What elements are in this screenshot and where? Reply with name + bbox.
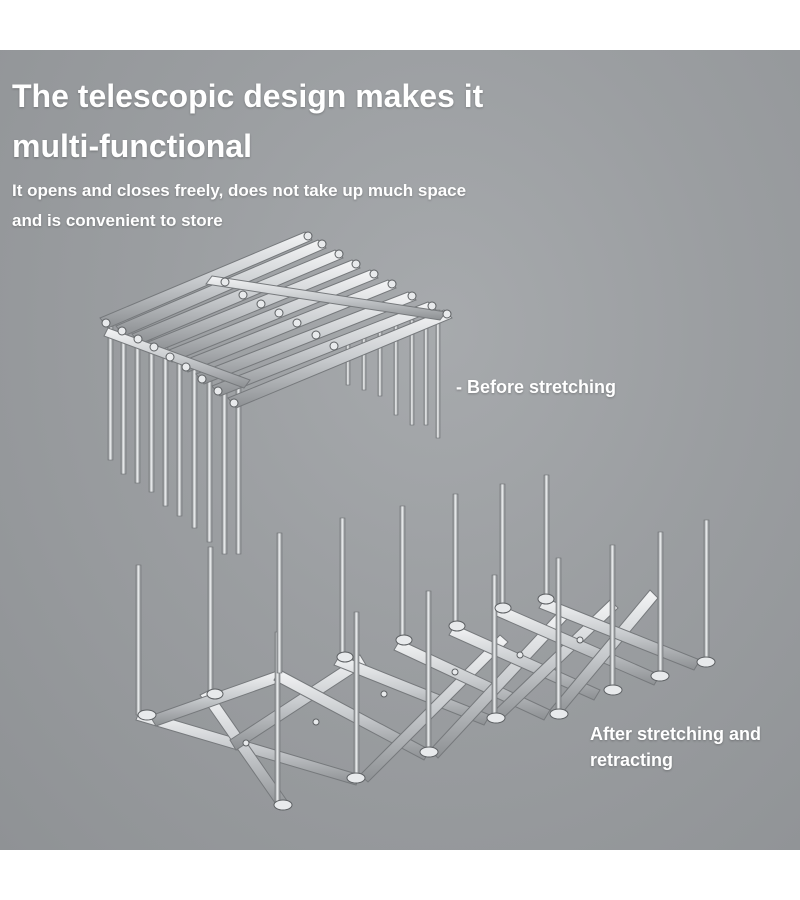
- subheadline-line-1: It opens and closes freely, does not tak…: [12, 181, 467, 200]
- product-image-panel: The telescopic design makes it multi-fun…: [0, 50, 800, 850]
- headline-line-2: multi-functional: [12, 128, 252, 164]
- stretched-rack: [135, 474, 716, 811]
- headline-line-1: The telescopic design makes it: [12, 78, 484, 114]
- before-stretching-label: - Before stretching: [456, 377, 617, 397]
- subheadline-line-2: and is convenient to store: [12, 211, 223, 230]
- after-stretching-label-line-1: After stretching and: [590, 724, 762, 744]
- folded-rack: [99, 231, 453, 555]
- after-stretching-label-line-2: retracting: [590, 750, 674, 770]
- product-illustration: [99, 231, 716, 811]
